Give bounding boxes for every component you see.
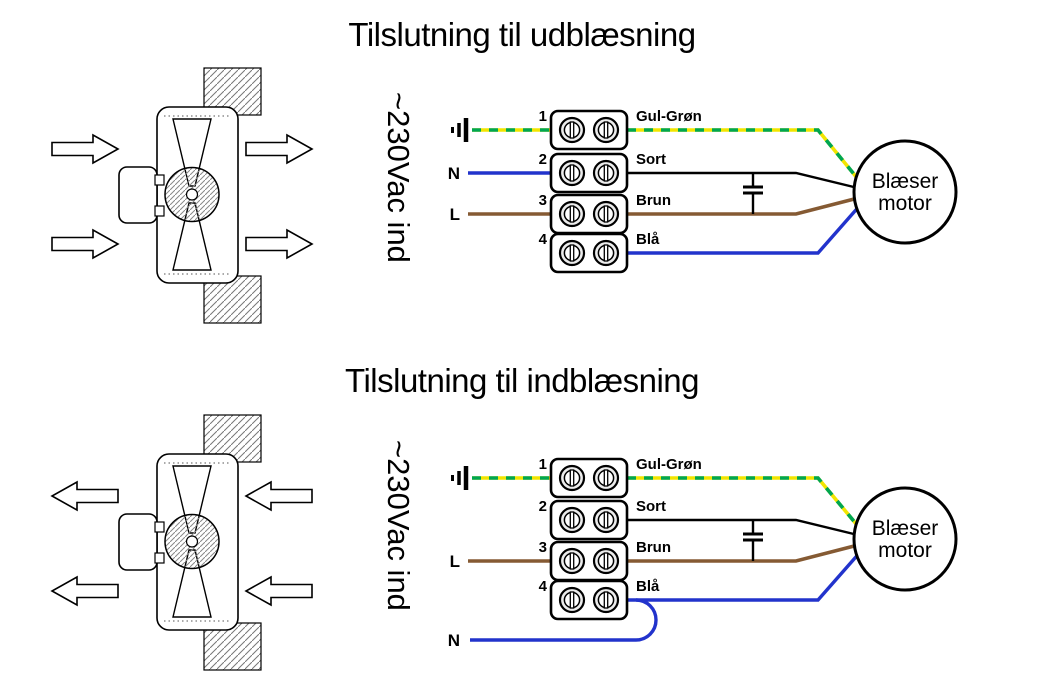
wire-sort-right [627,518,863,538]
section-udblaesning: Tilslutning til udblæsning ~230Vac ind N… [51,16,958,324]
terminal-l-label: L [450,205,460,224]
wire-blaa-right [627,548,864,602]
motor-circle [852,139,958,245]
voltage-label: ~230Vac ind [381,440,416,611]
terminal-number: 4 [539,231,548,248]
voltage-label: ~230Vac ind [381,92,416,263]
terminal-block-row [551,542,627,580]
wire-blaa-right [627,201,864,255]
terminal-number: 2 [539,498,547,515]
wire-label: Blå [636,231,660,248]
airflow-arrow [245,481,313,511]
terminal-block-row [551,501,627,539]
terminal-block-row [551,234,627,272]
wire-brun-right [627,195,863,216]
terminal-number: 2 [539,151,547,168]
terminal-l-label: L [450,552,460,571]
motor-label: motor [878,192,932,215]
terminal-block-row [551,111,627,149]
airflow-arrow [245,229,313,259]
wire-label: Gul-Grøn [636,108,702,125]
terminal-block-row [551,459,627,497]
terminal-number: 1 [539,108,547,125]
earth-ground-icon [451,118,469,142]
terminal-number: 3 [539,192,547,209]
section-indblaesning: Tilslutning til indblæsning ~230Vac ind … [51,362,958,671]
motor-circle [852,486,958,592]
wire-gul-groen-right [627,128,864,186]
section-title: Tilslutning til udblæsning [348,16,695,53]
fan-illustration [118,414,262,671]
airflow-arrow [51,229,119,259]
wire-gul-groen-right [627,476,864,533]
wire-label: Sort [636,498,666,515]
motor-label: Blæser [872,170,939,193]
terminal-n-label: N [448,631,460,650]
wire-sort-right [627,171,863,191]
airflow-arrow [245,134,313,164]
terminal-block-row [551,195,627,233]
terminal-number: 1 [539,456,547,473]
terminal-n-label: N [448,164,460,183]
capacitor-symbol [743,520,763,561]
terminal-block-row [551,581,627,619]
wire-label: Brun [636,192,671,209]
motor-label: motor [878,539,932,562]
capacitor-symbol [743,173,763,214]
wire-neutral-loop [470,598,658,642]
terminal-number: 3 [539,539,547,556]
airflow-arrow [51,134,119,164]
earth-ground-icon [451,466,469,490]
motor-label: Blæser [872,517,939,540]
fan-illustration [118,67,262,324]
wire-label: Blå [636,578,660,595]
airflow-arrow [51,576,119,606]
section-title: Tilslutning til indblæsning [345,362,699,399]
terminal-block-row [551,154,627,192]
airflow-arrow [51,481,119,511]
terminal-number: 4 [539,578,548,595]
airflow-arrow [245,576,313,606]
wire-brun-right [627,542,863,563]
wire-label: Gul-Grøn [636,456,702,473]
wire-label: Brun [636,539,671,556]
wire-label: Sort [636,151,666,168]
